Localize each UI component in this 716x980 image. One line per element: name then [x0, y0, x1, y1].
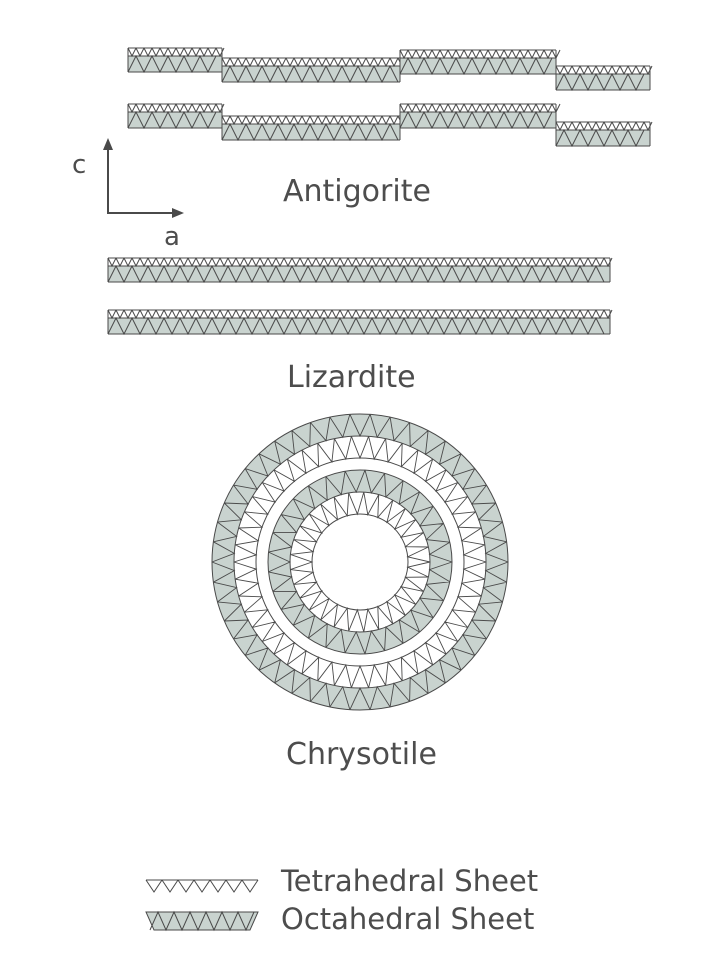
lizardite-layer-1 — [107, 257, 613, 284]
antigorite-segment-top — [555, 65, 653, 92]
a-axis-label: a — [164, 222, 180, 252]
a-axis-arrowhead — [172, 208, 184, 218]
antigorite-segment-bottom — [399, 103, 561, 130]
antigorite-segment-top — [127, 47, 225, 74]
legend-octahedral-label: Octahedral Sheet — [281, 902, 535, 936]
c-axis-arrowhead — [103, 138, 113, 150]
tetrahedral-sheet-swatch — [145, 879, 259, 893]
antigorite-segment-bottom — [127, 103, 225, 130]
c-axis-label: c — [72, 150, 87, 180]
antigorite-label: Antigorite — [283, 174, 431, 209]
antigorite-segment-bottom — [221, 115, 407, 142]
antigorite-segment-bottom — [555, 121, 653, 148]
legend-swatches — [145, 879, 259, 932]
chrysotile-label: Chrysotile — [286, 737, 437, 772]
legend-tetrahedral-label: Tetrahedral Sheet — [281, 864, 539, 898]
chrysotile-inner-layer — [267, 469, 453, 655]
lizardite-layers — [107, 257, 613, 336]
lizardite-layer-2 — [107, 309, 613, 336]
antigorite-segment-top — [399, 49, 561, 76]
antigorite-layers — [127, 47, 653, 148]
lizardite-label: Lizardite — [287, 360, 416, 395]
octahedral-sheet-swatch — [145, 910, 259, 932]
axis-indicator — [103, 138, 184, 218]
chrysotile-outer-layer — [211, 413, 509, 711]
antigorite-segment-top — [221, 57, 407, 84]
chrysotile-rings — [211, 413, 509, 711]
